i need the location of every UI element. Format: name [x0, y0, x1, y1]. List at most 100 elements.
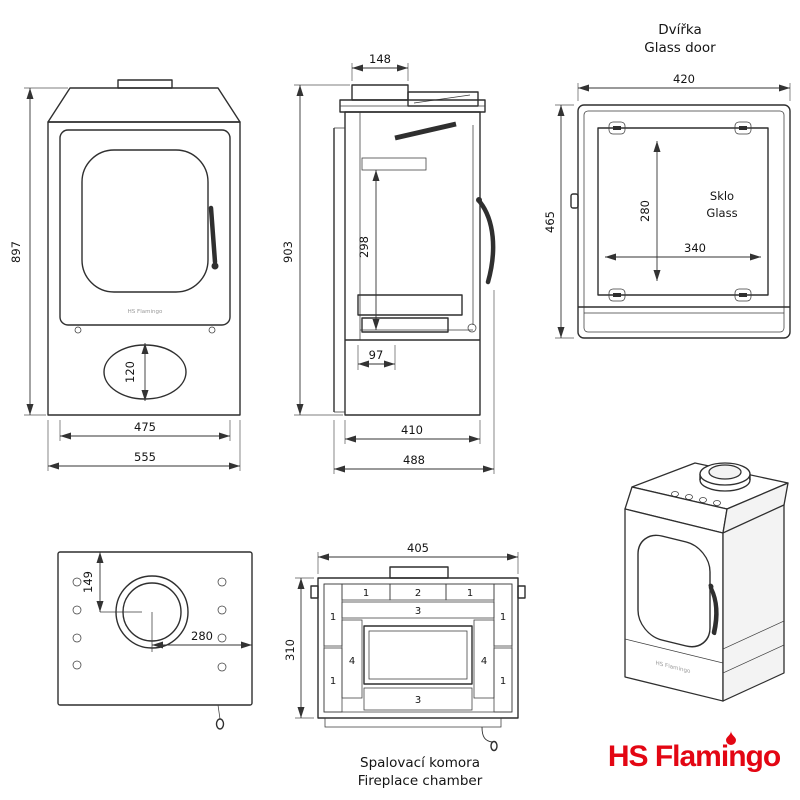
handle-pivot: [708, 583, 714, 589]
dim-flue-width: 148: [351, 52, 409, 81]
vent-hole: [72, 577, 82, 587]
side-interior: [345, 112, 480, 341]
top-plate: [57, 551, 253, 730]
panel-seam: [723, 644, 784, 674]
frame-inner: [583, 110, 785, 333]
vent-hole: [699, 497, 707, 503]
side-face: [722, 504, 785, 702]
ash-lip: [324, 717, 502, 728]
dim-front-ashpan: 120: [123, 343, 149, 401]
screw: [74, 326, 82, 334]
side-panel: [722, 504, 785, 702]
top-plate: [445, 583, 495, 601]
dim-label: 897: [9, 241, 23, 263]
side-outline: [333, 84, 486, 416]
clip-body: [734, 121, 752, 135]
dim-glass-height: 280: [638, 141, 661, 281]
air-tube-grid: [361, 157, 427, 171]
latch: [570, 193, 579, 209]
chamber-caption-en: Fireplace chamber: [358, 773, 483, 789]
screw: [208, 326, 216, 334]
dim-label: 488: [403, 453, 425, 467]
handle-pivot: [476, 197, 482, 203]
chamber-inner: [323, 583, 513, 713]
dim-label: 340: [684, 241, 706, 255]
clip-pad: [739, 293, 747, 297]
dim-label: 120: [123, 361, 137, 383]
front-outline: [47, 79, 241, 416]
dim-grate-depth: 97: [357, 345, 396, 370]
inner-side-plate: [473, 619, 495, 699]
front-face: HS Flamingo: [624, 508, 724, 702]
baffle-plate: [341, 601, 495, 619]
dim-label: 903: [281, 241, 295, 263]
door-glass: Sklo Glass: [597, 121, 769, 302]
door-bottom-seam: [625, 638, 723, 664]
vent-holes-right: [217, 577, 227, 672]
stove-3d-view: HS Flamingo: [624, 462, 789, 702]
brand-logo: HS Flamingo: [588, 731, 800, 774]
dim-label: 555: [134, 450, 156, 464]
door-window: [637, 534, 711, 648]
ash-drawer-lower: [361, 317, 449, 333]
plate-label: 1: [363, 588, 369, 599]
dim-front-height: 897: [9, 87, 68, 416]
plate-outline: [57, 551, 253, 706]
baffle-plate: [394, 121, 457, 141]
plate-label: 1: [500, 612, 506, 623]
door-handle: [208, 205, 218, 265]
dim-label: 149: [81, 571, 95, 593]
stove-3d: HS Flamingo: [624, 462, 789, 702]
glass-clip: [608, 121, 626, 135]
dim-chamber-width: 405: [317, 541, 519, 574]
door-title-cs: Dvířka: [658, 22, 702, 38]
dim-door-height: 465: [543, 104, 574, 339]
handle-knob: [211, 262, 219, 270]
dim-label: 280: [638, 200, 652, 222]
clip-body: [608, 121, 626, 135]
glass-label-en: Glass: [706, 206, 737, 220]
chamber-caption-cs: Spalovací komora: [360, 755, 480, 771]
plate-label: 2: [415, 588, 421, 599]
dim-label: 310: [283, 639, 297, 661]
plate-label: 4: [349, 656, 355, 667]
dim-firebox-height: 298: [357, 170, 380, 330]
vent-hole: [72, 660, 82, 670]
dim-depth: 488: [333, 290, 495, 474]
hook: [481, 726, 493, 743]
brand-logo-text: HS Flamingo: [607, 740, 781, 773]
glass-label-cs: Sklo: [710, 189, 734, 203]
grate-slots: [368, 630, 468, 680]
collar-hole: [708, 464, 742, 480]
plate-label: 1: [467, 588, 473, 599]
pivot-knob: [467, 323, 477, 333]
inner-side-plate: [341, 619, 363, 699]
side-handle: [476, 197, 496, 285]
handle-rod: [217, 704, 221, 720]
hook-drop: [490, 740, 498, 752]
door-brand-mark: HS Flamingo: [128, 309, 163, 315]
panel-seam: [723, 620, 784, 650]
dim-label: 97: [369, 348, 384, 362]
chamber-view: 405 1 1 1 1 1 2: [283, 541, 526, 789]
vent-holes-left: [72, 577, 82, 670]
vent-hole: [217, 605, 227, 615]
dim-label: 410: [401, 423, 423, 437]
vent-hole: [685, 494, 693, 500]
vent-hole: [72, 605, 82, 615]
body: [344, 111, 481, 416]
top-view: 149 280: [57, 551, 253, 730]
hinge-pin: [517, 585, 526, 599]
chamber-plates: 1 1 1 1 1 2 1 3 4 4 3: [323, 583, 513, 713]
clip-pad: [613, 293, 621, 297]
dim-center-offset: 280: [152, 629, 252, 649]
glass-clip: [734, 288, 752, 302]
door-view: Dvířka Glass door 420: [543, 22, 791, 339]
clip-body: [734, 288, 752, 302]
body: [47, 121, 241, 416]
clip-body: [608, 288, 626, 302]
handle-lever: [477, 199, 496, 285]
vent-hole: [217, 662, 227, 672]
plate-label: 1: [330, 612, 336, 623]
